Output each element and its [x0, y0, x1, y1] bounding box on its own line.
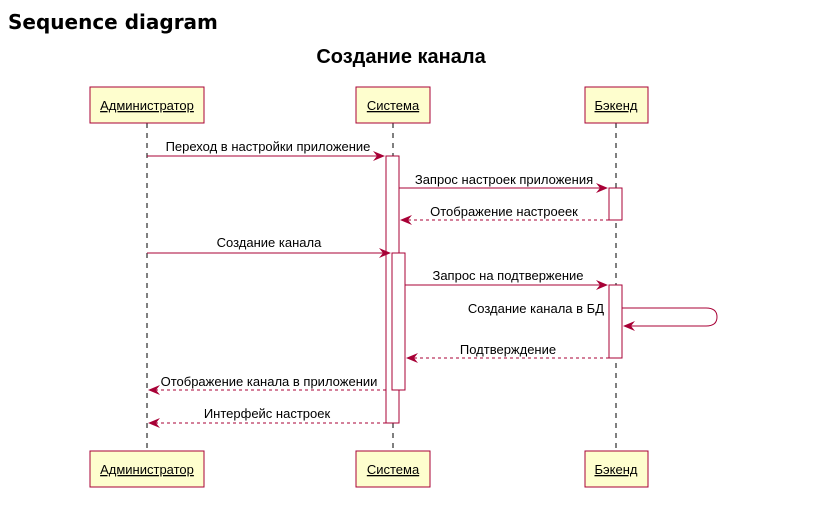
message-label: Создание канала — [217, 235, 322, 250]
participant-label: Система — [367, 462, 420, 477]
participant-label: Бэкенд — [595, 462, 638, 477]
activation-backend-confirm — [608, 284, 623, 359]
message-create-channel: Создание канала — [147, 235, 391, 258]
participant-backend-top: Бэкенд — [584, 86, 649, 124]
message-open-settings: Переход в настройки приложение — [147, 139, 385, 161]
message-show-channel: Отображение канала в приложении — [148, 374, 386, 395]
message-label: Интерфейс настроек — [204, 406, 331, 421]
participant-admin-top: Администратор — [89, 86, 205, 124]
diagram-title: Создание канала — [316, 46, 486, 68]
message-request-confirmation: Запрос на подтвержение — [405, 268, 608, 290]
message-create-channel-db: Создание канала в БД — [468, 301, 718, 331]
message-label: Переход в настройки приложение — [166, 139, 371, 154]
message-show-settings: Отображение настроеек — [400, 204, 609, 225]
message-confirmation: Подтверждение — [406, 342, 609, 363]
message-label: Отображение канала в приложении — [161, 374, 378, 389]
message-settings-interface: Интерфейс настроек — [148, 406, 386, 428]
participant-label: Бэкенд — [595, 98, 638, 113]
participant-backend-bottom: Бэкенд — [584, 450, 649, 488]
message-label: Создание канала в БД — [468, 301, 604, 316]
participant-label: Администратор — [100, 462, 194, 477]
participant-label: Система — [367, 98, 420, 113]
message-label: Подтверждение — [460, 342, 556, 357]
message-label: Отображение настроеек — [430, 204, 578, 219]
message-label: Запрос настроек приложения — [415, 172, 593, 187]
activation-backend-settings — [608, 187, 623, 221]
participant-system-top: Система — [355, 86, 431, 124]
message-request-settings: Запрос настроек приложения — [399, 172, 608, 193]
activation-system-inner — [391, 252, 406, 391]
participant-system-bottom: Система — [355, 450, 431, 488]
message-label: Запрос на подтвержение — [432, 268, 583, 283]
participant-label: Администратор — [100, 98, 194, 113]
page-heading: Sequence diagram — [8, 10, 218, 34]
participant-admin-bottom: Администратор — [89, 450, 205, 488]
